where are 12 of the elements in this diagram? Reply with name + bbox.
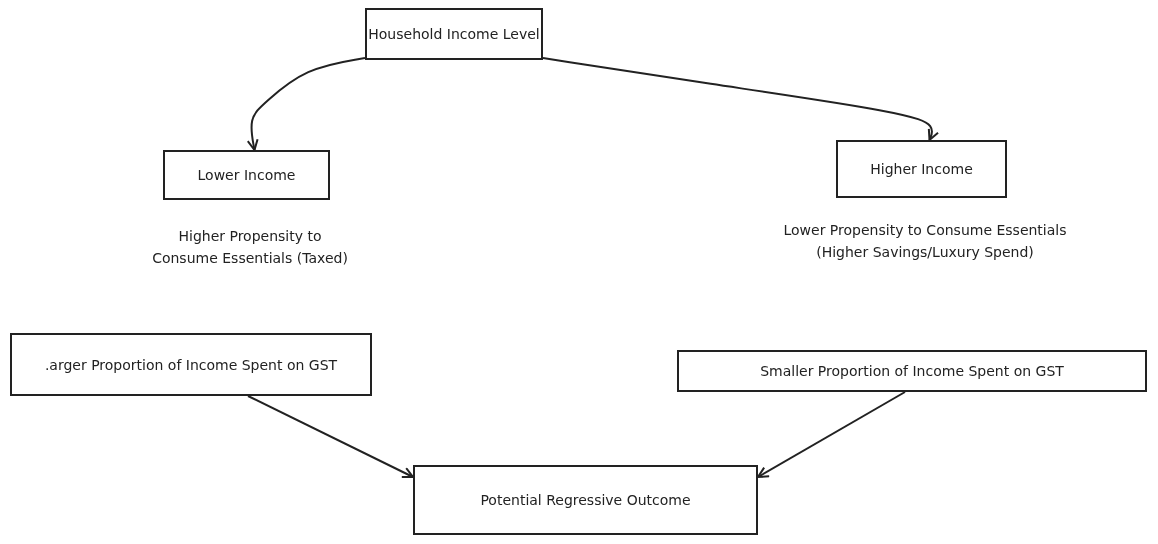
process-box: .arger Proportion of Income Spent on GST <box>10 333 372 396</box>
process-box: Smaller Proportion of Income Spent on GST <box>677 350 1147 392</box>
arrow <box>542 57 940 141</box>
arrow <box>246 57 366 151</box>
note-text: Lower Propensity to Consume Essentials (Higher Savings/Luxury Spend) <box>782 221 1068 262</box>
process-box: Higher Income <box>836 140 1007 198</box>
process-box: Lower Income <box>163 150 330 200</box>
note-text: Higher Propensity to Consume Essentials (Taxed) <box>151 227 349 268</box>
arrow <box>757 391 906 478</box>
process-box: Household Income Level <box>365 8 543 60</box>
outcome-box: Potential Regressive Outcome <box>413 465 758 535</box>
arrow <box>247 395 414 479</box>
